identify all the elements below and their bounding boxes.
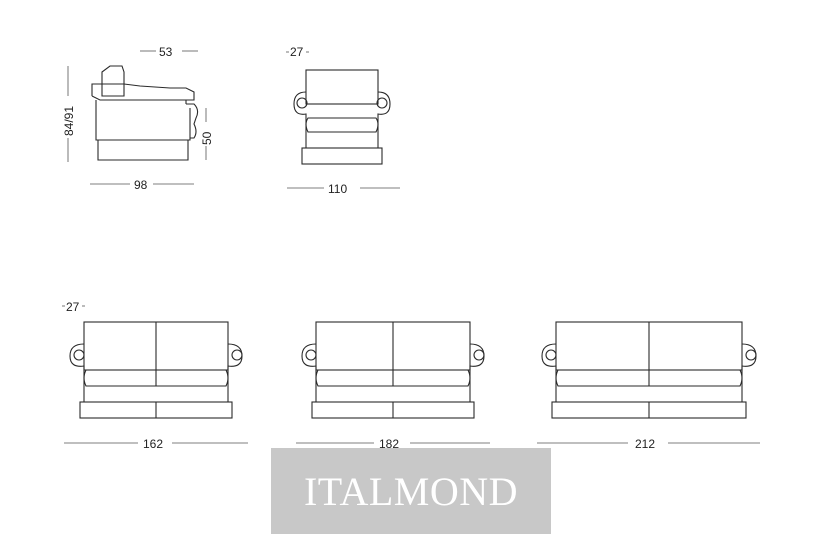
dimension-98: 98 (90, 178, 194, 192)
sofa-182-front-view (301, 321, 485, 419)
sofa-162-front-view (69, 321, 243, 419)
dim-label-162: 162 (143, 437, 163, 451)
dim-label-53: 53 (159, 45, 173, 59)
dimension-162: 162 (64, 437, 248, 451)
dimension-84-91: 84/91 (62, 66, 76, 162)
dim-label-50: 50 (200, 131, 214, 145)
dim-label-110: 110 (328, 182, 347, 196)
armchair-front-view (293, 69, 391, 165)
dimension-50: 50 (200, 108, 214, 160)
dimension-182: 182 (296, 437, 490, 451)
dim-label-27-sofa: 27 (66, 300, 80, 314)
dim-label-98: 98 (134, 178, 148, 192)
dimension-110: 110 (287, 182, 400, 196)
sofa-212-front-view (541, 321, 757, 419)
watermark: ITALMOND (271, 448, 551, 534)
dimension-53: 53 (140, 45, 198, 59)
dimension-212: 212 (537, 437, 760, 451)
armchair-side-view (91, 65, 199, 161)
dim-label-182: 182 (379, 437, 399, 451)
dim-label-212: 212 (635, 437, 655, 451)
dim-label-27-armchair: 27 (290, 45, 304, 59)
dim-label-84-91: 84/91 (62, 106, 76, 136)
